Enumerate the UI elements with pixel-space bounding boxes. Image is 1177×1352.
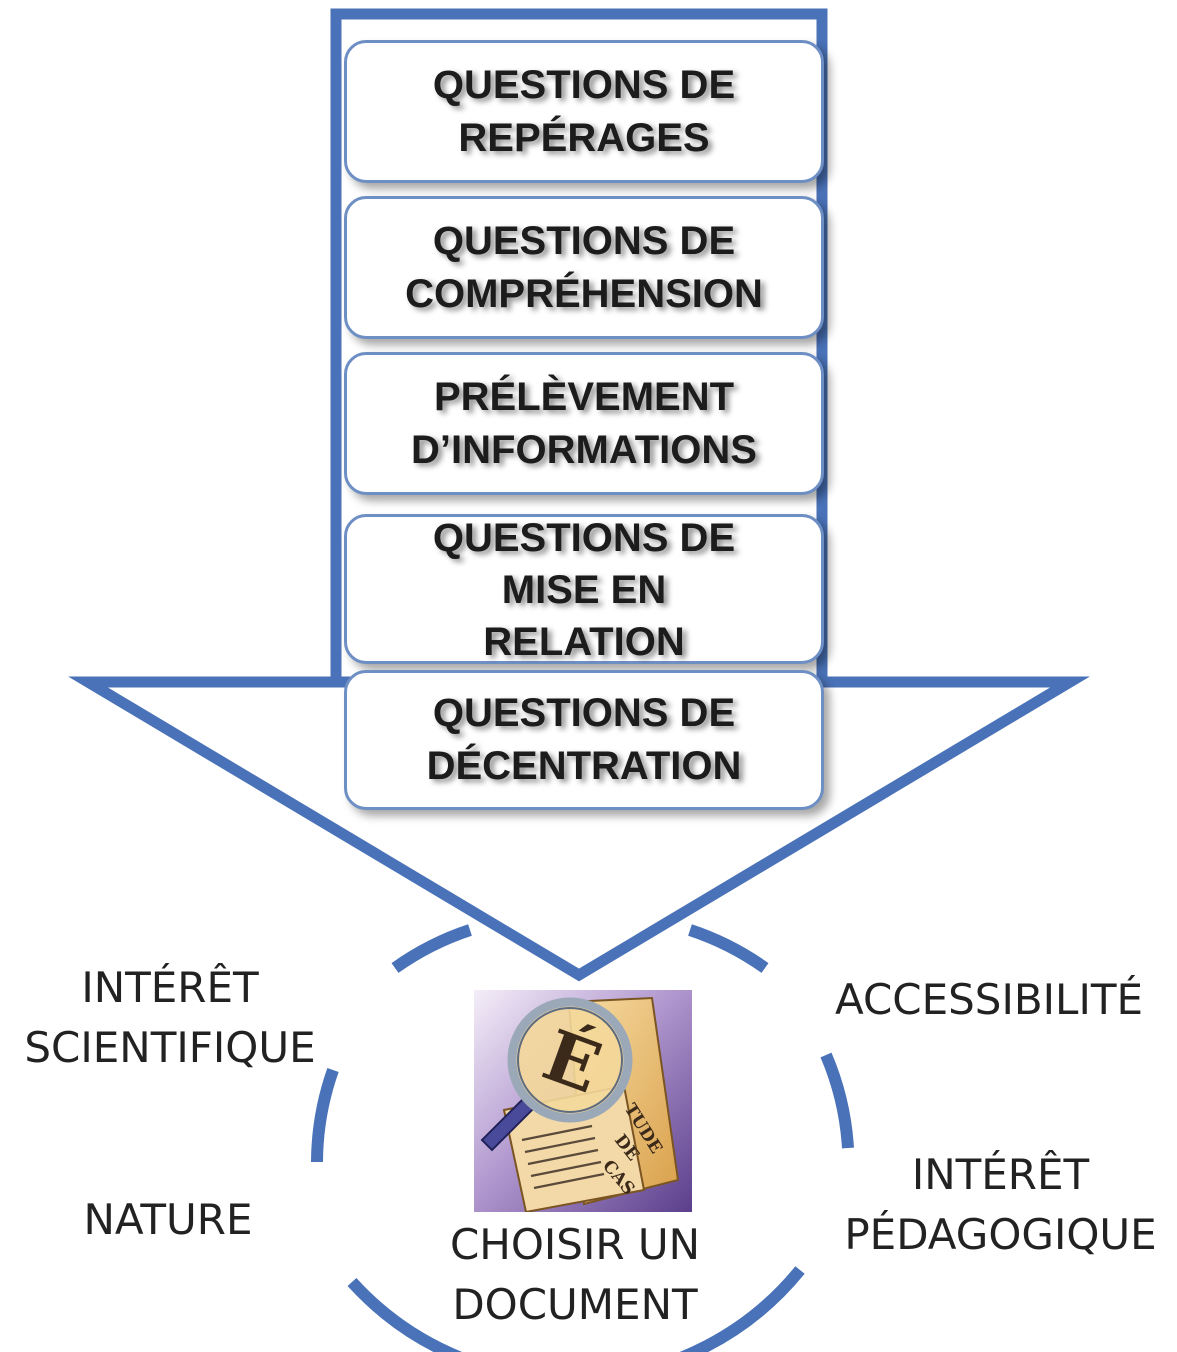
criterion-interet-pedagogique: INTÉRÊT PÉDAGOGIQUE bbox=[844, 1150, 1157, 1259]
criterion-nature: NATURE bbox=[83, 1195, 253, 1244]
case-study-magnifier-icon: TUDE DE CAS É bbox=[474, 990, 692, 1212]
circle-arc-left bbox=[311, 1068, 339, 1163]
step-prelevement-label: PRÉLÈVEMENT D’INFORMATIONS bbox=[411, 374, 757, 472]
criterion-interet-scientifique: INTÉRÊT SCIENTIFIQUE bbox=[24, 963, 316, 1072]
circle-arc-bottom bbox=[347, 1266, 805, 1352]
step-reperages: QUESTIONS DE REPÉRAGES bbox=[344, 40, 824, 183]
center-label-choisir-document: CHOISIR UN DOCUMENT bbox=[449, 1220, 701, 1329]
circle-arc-right bbox=[820, 1052, 854, 1149]
step-comprehension-label: QUESTIONS DE COMPRÉHENSION bbox=[405, 218, 763, 316]
step-reperages-label: QUESTIONS DE REPÉRAGES bbox=[432, 62, 736, 160]
step-mise-en-relation: QUESTIONS DE MISE EN RELATION bbox=[344, 514, 824, 664]
arrow-outline bbox=[330, 8, 828, 682]
criterion-accessibilite: ACCESSIBILITÉ bbox=[834, 975, 1144, 1024]
step-mise-en-relation-label: QUESTIONS DE MISE EN RELATION bbox=[432, 516, 736, 664]
step-comprehension: QUESTIONS DE COMPRÉHENSION bbox=[344, 196, 824, 339]
step-prelevement: PRÉLÈVEMENT D’INFORMATIONS bbox=[344, 352, 824, 495]
step-decentration-label: QUESTIONS DE DÉCENTRATION bbox=[426, 691, 742, 788]
circle-arc-top-left bbox=[391, 924, 472, 973]
circle-arc-top-right bbox=[688, 924, 769, 973]
cycle-circle bbox=[311, 924, 854, 1352]
step-decentration: QUESTIONS DE DÉCENTRATION bbox=[344, 670, 824, 810]
